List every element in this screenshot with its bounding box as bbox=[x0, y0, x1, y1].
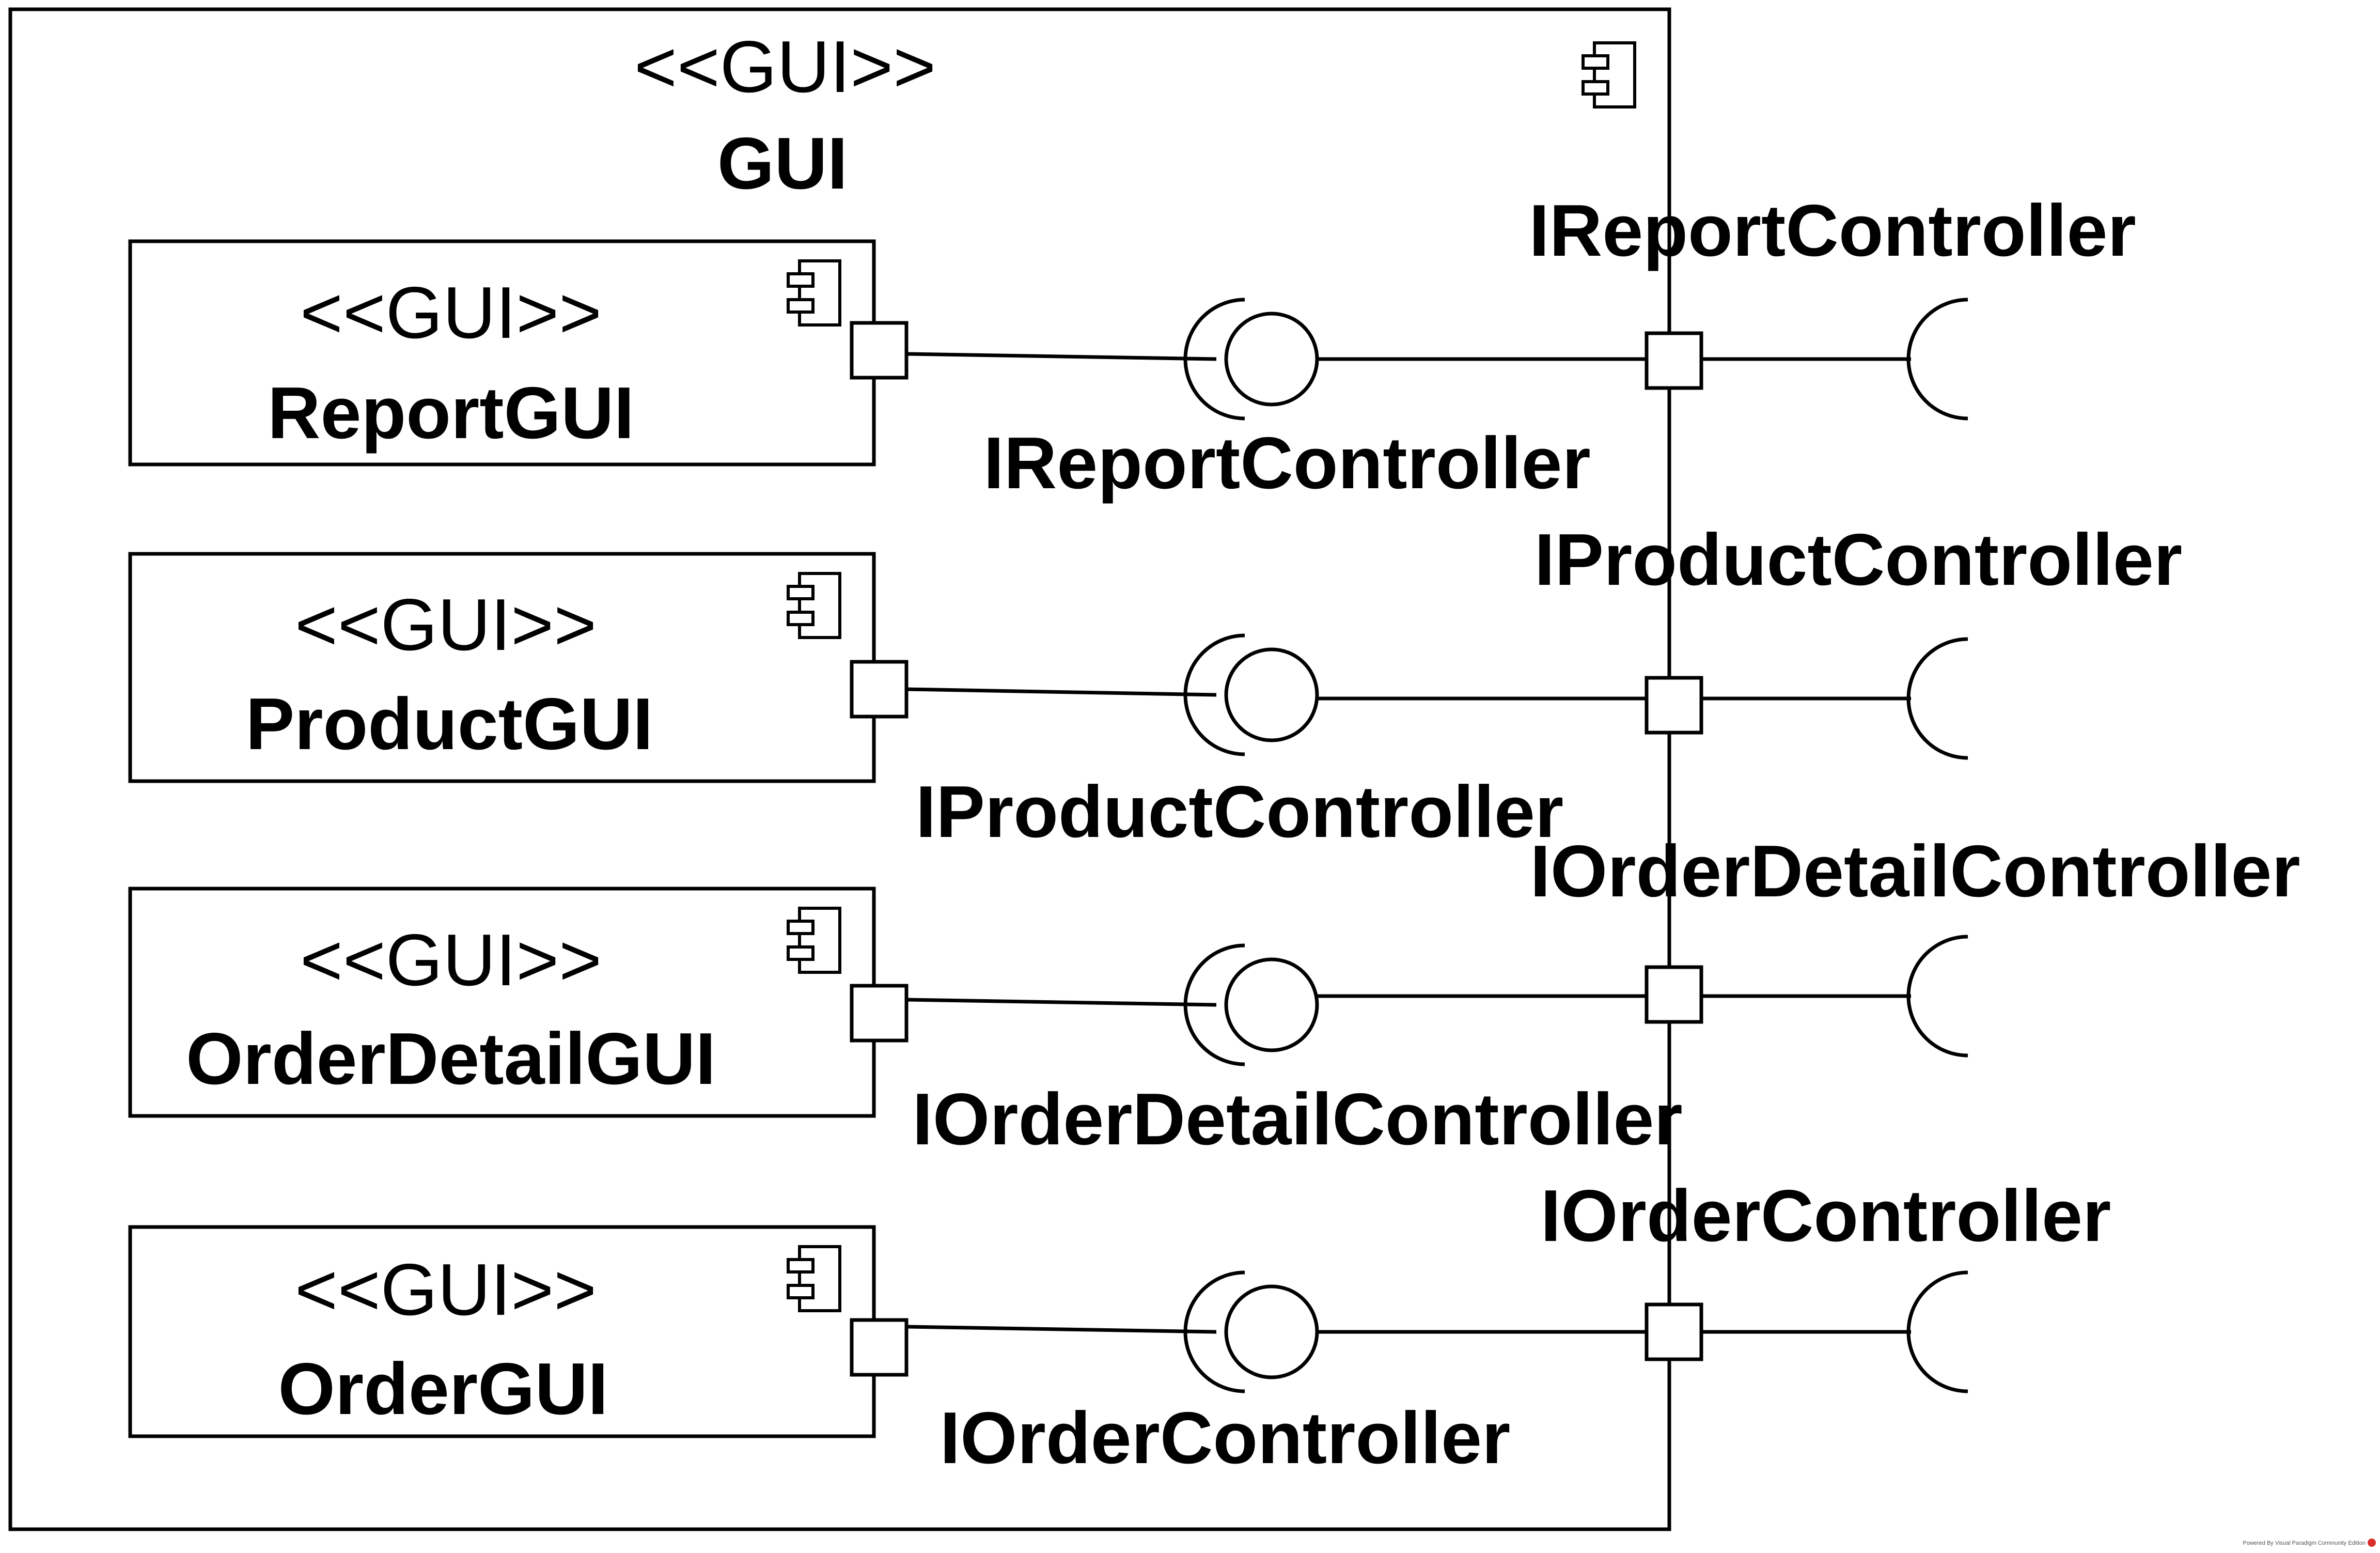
interface-label-required: IReportController bbox=[983, 422, 1590, 504]
component-icon bbox=[787, 1245, 841, 1312]
external-socket bbox=[1906, 935, 1968, 1058]
external-socket bbox=[1906, 637, 1968, 760]
component-icon bbox=[1582, 41, 1636, 108]
interface-label-required: IOrderController bbox=[940, 1397, 1511, 1479]
provided-ball bbox=[1224, 647, 1319, 742]
assembly-connector-product: IProductController IProductController bbox=[906, 519, 2182, 853]
component-name: ReportGUI bbox=[268, 372, 634, 454]
component-name: ProductGUI bbox=[246, 683, 653, 765]
component-icon bbox=[787, 907, 841, 974]
required-socket bbox=[1183, 298, 1245, 421]
component-report-gui[interactable]: <<GUI>> ReportGUI bbox=[128, 239, 909, 467]
component-stereotype: <<GUI>> bbox=[300, 272, 602, 354]
required-socket bbox=[1183, 1270, 1245, 1393]
required-socket bbox=[1183, 943, 1245, 1066]
interface-label-required: IOrderDetailController bbox=[912, 1078, 1682, 1160]
component-port[interactable] bbox=[850, 321, 909, 380]
container-port[interactable] bbox=[1645, 331, 1703, 390]
visual-paradigm-logo-icon bbox=[2368, 1539, 2376, 1547]
component-name: OrderDetailGUI bbox=[186, 1018, 716, 1100]
component-stereotype: <<GUI>> bbox=[295, 584, 597, 666]
component-icon bbox=[787, 572, 841, 639]
interface-label-required: IProductController bbox=[916, 771, 1563, 853]
component-order-gui[interactable]: <<GUI>> OrderGUI bbox=[128, 1225, 909, 1438]
interface-label-provided: IOrderController bbox=[1541, 1175, 2111, 1257]
footer-text: Powered By Visual Paradigm Community Edi… bbox=[2243, 1540, 2366, 1546]
component-box bbox=[128, 552, 876, 783]
assembly-connector-order: IOrderController IOrderController bbox=[906, 1175, 2111, 1479]
component-box bbox=[128, 239, 876, 467]
required-link bbox=[906, 687, 1217, 697]
component-box bbox=[128, 887, 876, 1118]
container-port[interactable] bbox=[1645, 676, 1703, 735]
assembly-connector-order-detail: IOrderDetailController IOrderDetailContr… bbox=[906, 830, 2300, 1160]
component-stereotype: <<GUI>> bbox=[300, 919, 602, 1001]
component-icon bbox=[787, 259, 841, 327]
container-port[interactable] bbox=[1645, 1302, 1703, 1361]
external-socket bbox=[1906, 298, 1968, 421]
container-port[interactable] bbox=[1645, 965, 1703, 1024]
required-socket bbox=[1183, 633, 1245, 756]
component-box bbox=[128, 1225, 876, 1438]
required-link bbox=[906, 352, 1217, 361]
component-port[interactable] bbox=[850, 984, 909, 1043]
external-socket bbox=[1906, 1270, 1968, 1393]
gui-container-name: GUI bbox=[717, 122, 848, 205]
component-stereotype: <<GUI>> bbox=[295, 1249, 597, 1331]
interface-label-provided: IOrderDetailController bbox=[1530, 830, 2300, 912]
component-name: OrderGUI bbox=[278, 1348, 608, 1430]
gui-container-stereotype: <<GUI>> bbox=[634, 26, 936, 108]
footer-watermark: Powered By Visual Paradigm Community Edi… bbox=[2243, 1539, 2376, 1547]
component-order-detail-gui[interactable]: <<GUI>> OrderDetailGUI bbox=[128, 887, 909, 1118]
component-port[interactable] bbox=[850, 660, 909, 719]
interface-label-provided: IProductController bbox=[1535, 519, 2182, 601]
component-product-gui[interactable]: <<GUI>> ProductGUI bbox=[128, 552, 909, 783]
interface-label-provided: IReportController bbox=[1529, 190, 2136, 272]
component-port[interactable] bbox=[850, 1318, 909, 1377]
provided-ball bbox=[1224, 957, 1319, 1052]
required-link bbox=[906, 998, 1217, 1007]
assembly-connector-report: IReportController IReportController bbox=[906, 190, 2136, 504]
required-link bbox=[906, 1325, 1217, 1334]
